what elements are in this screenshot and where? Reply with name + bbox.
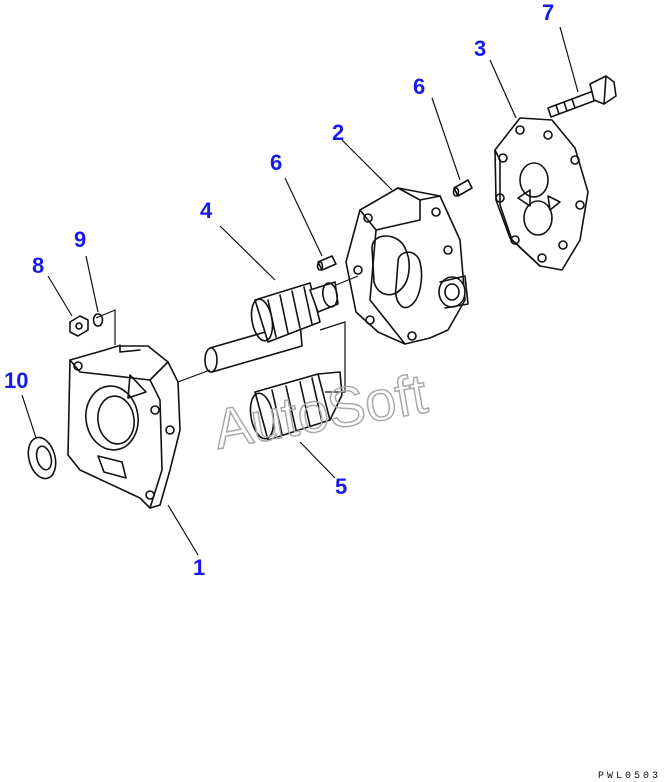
part-bolt — [547, 75, 617, 118]
callout-10: 10 — [4, 368, 28, 393]
part-nut — [69, 315, 89, 337]
part-rear-cover — [494, 117, 589, 271]
part-dowel-pin-right — [452, 179, 473, 197]
callout-7: 7 — [542, 0, 554, 25]
callout-9: 9 — [74, 227, 86, 252]
part-dowel-pin-left — [316, 255, 337, 271]
part-drive-gear-shaft — [204, 281, 339, 373]
callout-5: 5 — [335, 474, 347, 499]
callout-8: 8 — [32, 253, 44, 278]
part-driven-gear — [249, 371, 343, 441]
part-gear-case — [345, 187, 469, 345]
callout-3: 3 — [474, 36, 486, 61]
drawing-code: PWL0503 — [598, 771, 661, 782]
part-front-cover — [67, 344, 181, 509]
part-washer — [92, 313, 104, 327]
part-oil-seal — [27, 436, 57, 480]
callout-6-left: 6 — [270, 150, 282, 175]
callout-4: 4 — [200, 198, 213, 223]
watermark: AutoSoft — [209, 361, 432, 460]
callout-2: 2 — [332, 120, 344, 145]
callout-6-right: 6 — [413, 74, 425, 99]
callout-1: 1 — [193, 555, 205, 580]
